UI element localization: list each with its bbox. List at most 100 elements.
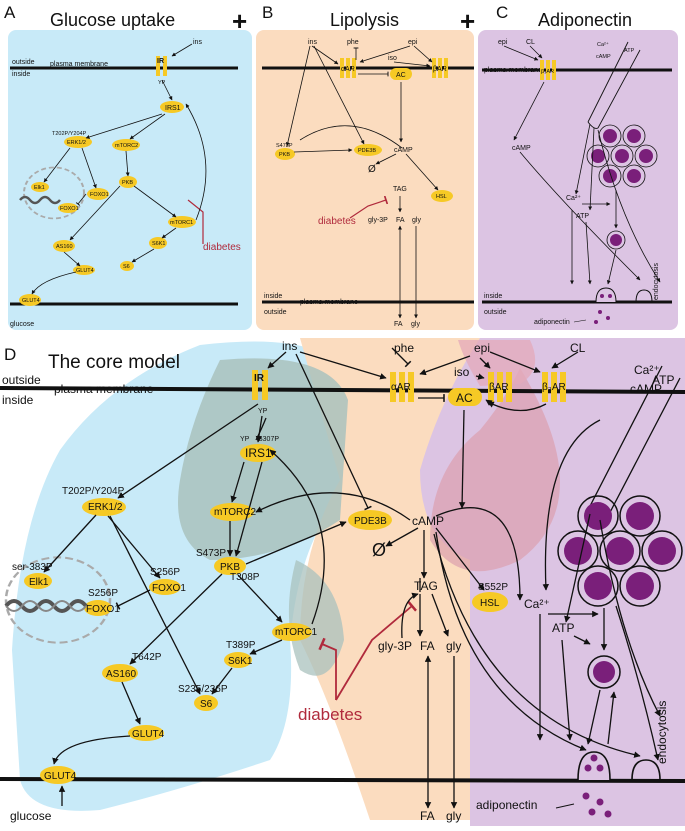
s6k1-site-label: T389P <box>226 640 256 651</box>
gly3p-label: gly-3P <box>378 639 412 653</box>
irs1-label: IRS1 <box>165 105 181 112</box>
arrow <box>69 185 121 241</box>
camp-overlap-region <box>430 368 560 572</box>
as160-node <box>53 240 75 252</box>
arrow <box>475 373 485 380</box>
arrow <box>551 351 579 369</box>
arrow <box>413 45 433 63</box>
panel-c: plasma membrane inside outside epi CL β₃… <box>482 39 672 326</box>
beta3-ar-label: β₃AR <box>541 69 554 75</box>
foxo1-node <box>87 188 109 200</box>
diabetes-label: diabetes <box>203 242 241 253</box>
arrow <box>503 45 539 61</box>
tag-label: TAG <box>414 579 438 593</box>
beta3-ar-label: β₃AR <box>542 382 566 393</box>
erk-label: ERK1/2 <box>88 502 123 513</box>
adiponectin-label: adiponectin <box>476 798 537 812</box>
arrow <box>43 147 71 183</box>
arrow <box>129 573 223 665</box>
pde3b-label: PDE3B <box>358 148 376 154</box>
arrow <box>542 419 601 591</box>
panel-a: outside plasma membrane inside ins IR YP… <box>10 39 241 328</box>
arrow <box>269 449 325 625</box>
epi-label: epi <box>474 341 490 355</box>
diabetes-label: diabetes <box>318 216 356 227</box>
ac-node <box>390 68 412 80</box>
arrow <box>185 103 207 221</box>
outside-label: outside <box>12 59 35 66</box>
plasma-membrane-label: plasma membrane <box>54 382 154 396</box>
exocytosis-pit-icon <box>595 287 617 303</box>
elk1-site-label: ser-383P <box>12 562 53 573</box>
hsl-node <box>472 592 508 612</box>
fa-label: FA <box>420 639 435 653</box>
fa-out-label: FA <box>420 809 435 823</box>
arrow <box>393 61 431 68</box>
diabetes-inhibition <box>335 600 418 701</box>
arrow <box>375 153 397 165</box>
nuclear-foxo1-label: FOXO1 <box>86 604 120 615</box>
ins-label: ins <box>282 339 297 353</box>
tag-label: TAG <box>393 186 407 193</box>
s6-label: S6 <box>123 264 130 270</box>
panel-a-title: Glucose uptake <box>50 10 175 30</box>
iso-label: iso <box>454 365 470 379</box>
s6-site-label: S235/236P <box>178 684 228 695</box>
glut4-membrane-node <box>19 294 41 306</box>
arrow <box>588 127 595 211</box>
outside-label: outside <box>2 373 41 387</box>
ins-label: ins <box>193 39 202 46</box>
arrow <box>161 79 173 101</box>
epi-label: epi <box>498 39 508 46</box>
camp-label: cAMP <box>412 514 444 528</box>
atp-label: ATP <box>652 373 674 387</box>
arrow <box>267 351 287 369</box>
as160-site-label: T642P <box>132 652 162 663</box>
pkb-node <box>214 557 246 575</box>
beta3-ar-receptor-icon <box>542 372 566 402</box>
arrow <box>285 45 311 147</box>
ac-node <box>448 388 482 406</box>
arrow <box>107 515 161 579</box>
gly-out-label: gly <box>446 809 461 823</box>
cl-label: CL <box>526 39 535 46</box>
arrow <box>299 351 387 380</box>
yp-label: YP <box>158 80 166 86</box>
nuclear-foxo1-label: FOXO1 <box>60 206 79 212</box>
beta-ar-label: βAR <box>489 382 509 393</box>
arrow <box>359 45 411 63</box>
elk1-label: Elk1 <box>29 577 49 588</box>
erk-site-label: T202P/Y204P <box>52 131 87 137</box>
adiponectin-dot <box>598 310 602 314</box>
arrow <box>573 635 591 645</box>
arrow <box>131 248 155 263</box>
arrow <box>458 409 466 509</box>
as160-label: AS160 <box>106 669 136 680</box>
phe-label: phe <box>347 39 359 46</box>
arrow <box>313 45 365 145</box>
hsl-node <box>431 190 453 202</box>
adiponectin-dot <box>582 792 590 800</box>
panel-a-letter: A <box>4 3 16 22</box>
nucleus-dashed-circle <box>23 166 85 220</box>
mtorc1-node <box>168 216 196 228</box>
atp-label: ATP <box>624 48 635 54</box>
inhibition <box>115 589 151 610</box>
plasma-membrane-label: plasma membrane <box>50 61 108 68</box>
glut4-membrane-label: GLUT4 <box>22 298 40 304</box>
beta-ar-receptor-icon <box>432 58 448 78</box>
s6k1-label: S6K1 <box>228 656 253 667</box>
arrow <box>561 639 573 741</box>
panel-c-title: Adiponectin <box>538 10 632 30</box>
beta3-ar-receptor-icon <box>540 60 556 80</box>
arrow <box>487 401 547 412</box>
arrow <box>237 574 283 623</box>
gly-out-label: gly <box>411 321 420 328</box>
glucose-label: glucose <box>10 321 34 328</box>
plus-sign: + <box>232 6 247 36</box>
erk-node <box>64 136 92 148</box>
ir-receptor-icon <box>156 56 167 76</box>
outside-label: outside <box>484 309 507 316</box>
